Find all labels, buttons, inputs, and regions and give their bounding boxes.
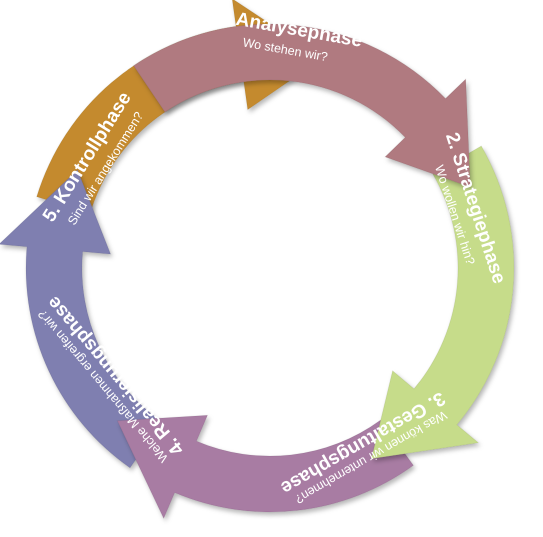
phase-3-arrow: [116, 414, 415, 520]
phase-4-arrow-shape: [0, 169, 163, 469]
phase-3-arrow-shape: [116, 414, 415, 520]
phase-4-arrow: [0, 169, 163, 469]
phase-1-arrow-shape: [132, 23, 471, 188]
phase-1-arrow: [132, 23, 471, 188]
phase-2-arrow-shape: [370, 145, 515, 460]
phase-2-arrow: [370, 145, 515, 460]
